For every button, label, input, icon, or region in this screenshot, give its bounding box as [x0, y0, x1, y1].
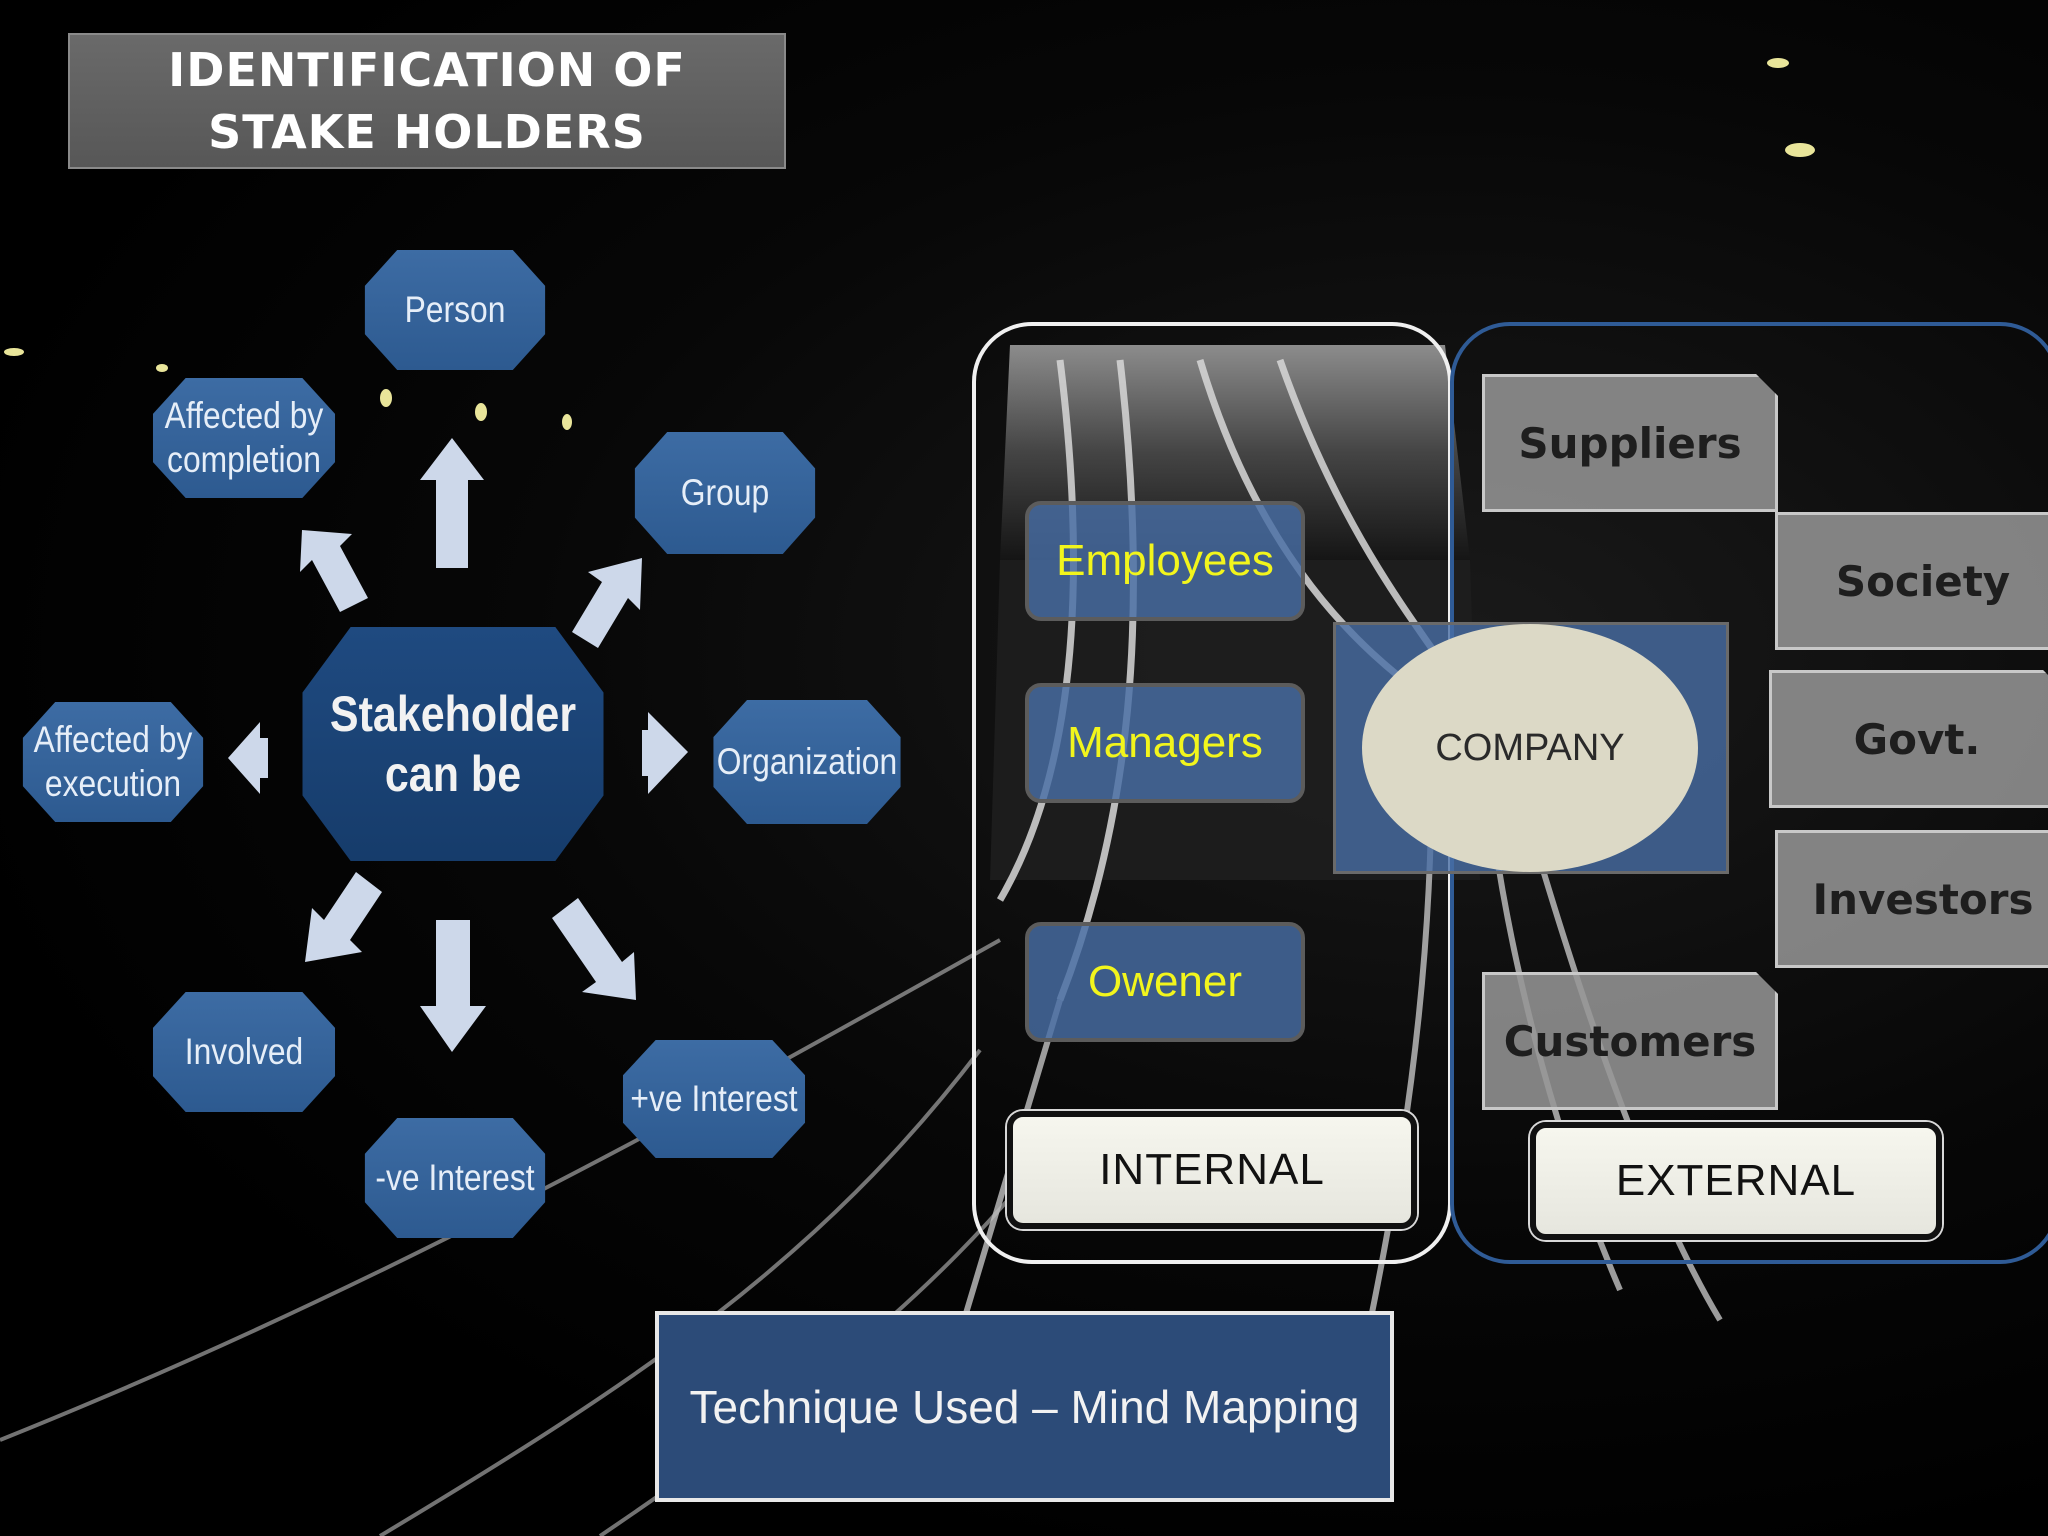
internal-item-employees: Employees [1025, 501, 1305, 621]
external-item-investors: Investors [1775, 830, 2048, 968]
node-group: Group [634, 432, 816, 554]
internal-label: INTERNAL [1007, 1111, 1417, 1229]
node-involved: Involved [152, 992, 336, 1112]
node-negative-interest: -ve Interest [364, 1118, 546, 1238]
node-person: Person [364, 250, 546, 370]
arrow-down-right-icon [552, 898, 636, 1000]
internal-item-owener: Owener [1025, 922, 1305, 1042]
external-item-customers: Customers [1482, 972, 1778, 1110]
external-item-society: Society [1775, 512, 2048, 650]
external-item-govt: Govt. [1769, 670, 2048, 808]
node-affected-by-execution: Affected by execution [22, 702, 204, 822]
technique-caption: Technique Used – Mind Mapping [655, 1311, 1394, 1502]
arrow-left-icon [228, 722, 268, 794]
arrow-right-icon [642, 712, 688, 794]
external-label: EXTERNAL [1530, 1122, 1942, 1240]
node-organization: Organization [713, 700, 901, 824]
slide-title: IDENTIFICATION OF STAKE HOLDERS [68, 33, 786, 169]
external-item-suppliers: Suppliers [1482, 374, 1778, 512]
arrow-up-icon [420, 438, 484, 568]
arrow-up-left-icon [300, 530, 368, 612]
node-affected-by-completion: Affected by completion [152, 378, 336, 498]
company-ellipse: COMPANY [1362, 624, 1698, 872]
mind-map-center-node: Stakeholder can be [302, 627, 604, 861]
arrow-up-right-icon [572, 558, 642, 648]
internal-item-managers: Managers [1025, 683, 1305, 803]
arrow-down-icon [420, 920, 486, 1052]
arrow-down-left-icon [305, 872, 382, 962]
node-positive-interest: +ve Interest [622, 1040, 806, 1158]
